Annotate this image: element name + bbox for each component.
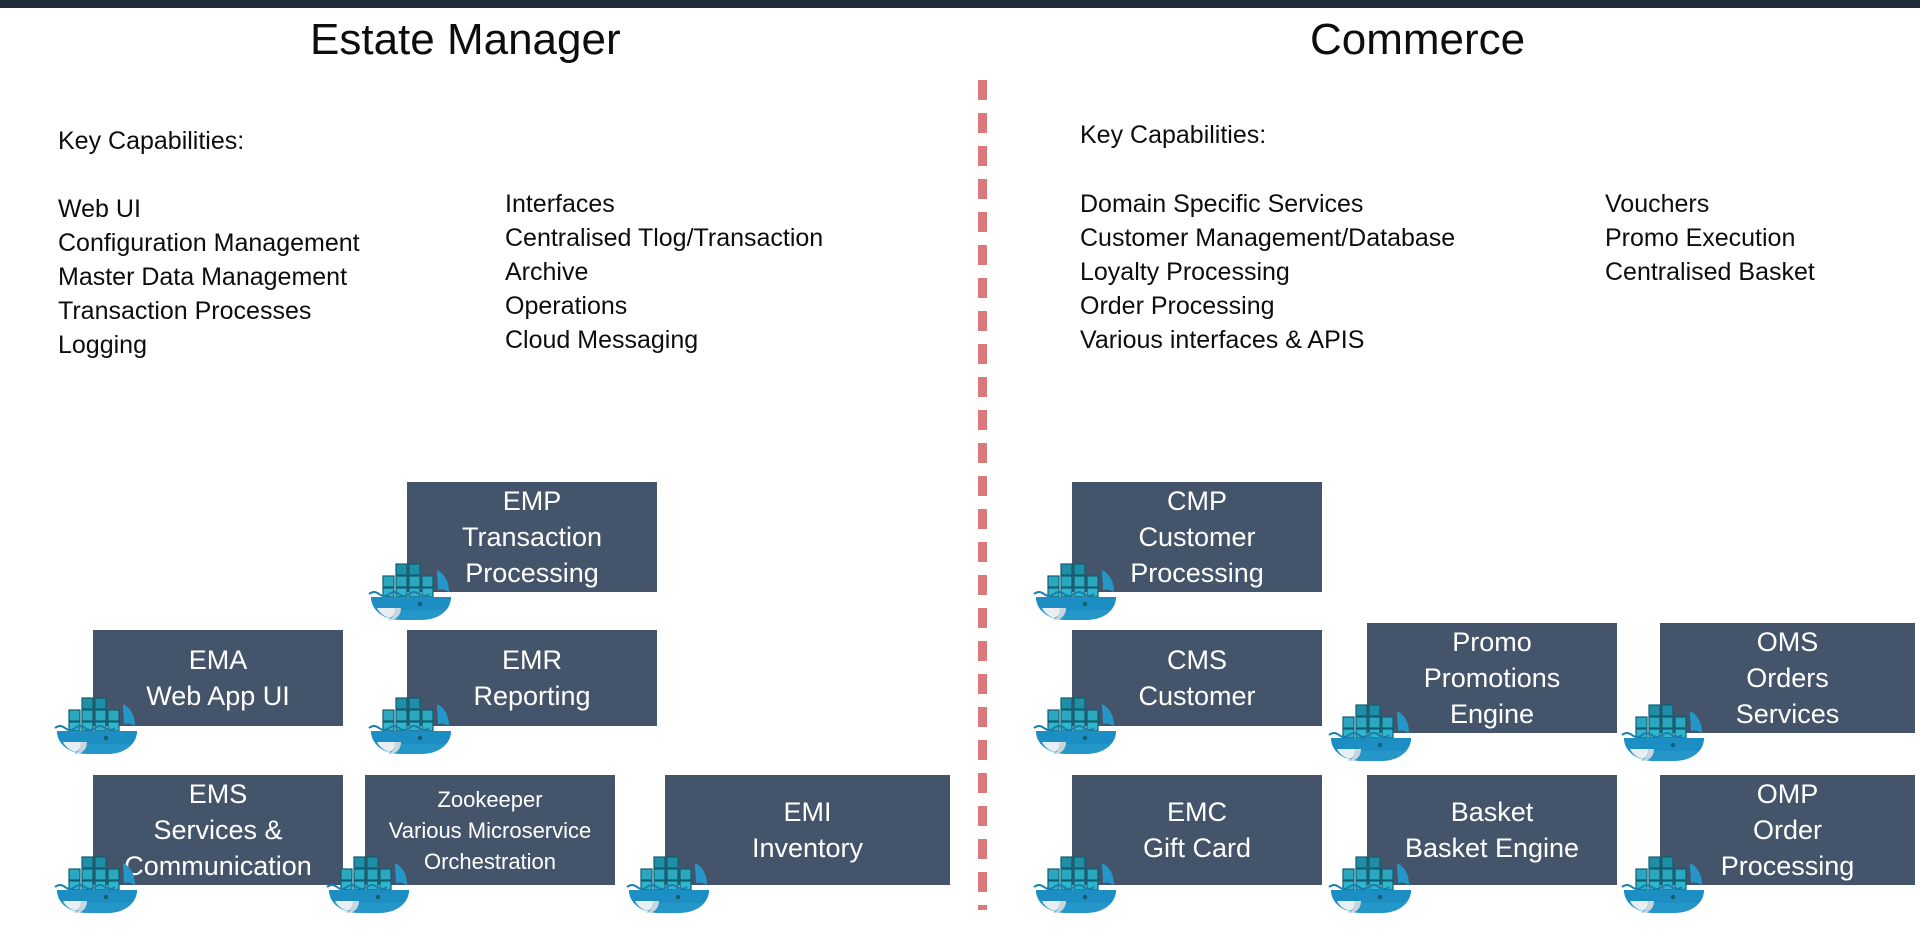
service-line: Engine [1449, 699, 1535, 729]
service-line: OMS [1756, 627, 1819, 657]
capability-item: Order Processing [1080, 292, 1275, 320]
capability-item: Vouchers [1605, 190, 1710, 218]
service-line: Processing [1130, 558, 1264, 588]
service-box[interactable]: EMP Transaction Processing [407, 482, 657, 592]
service-line: Order [1752, 815, 1823, 845]
capability-item: Interfaces [505, 190, 615, 218]
service-line: EMP [502, 486, 562, 516]
service-line: Gift Card [1142, 833, 1252, 863]
service-node-zookeeper[interactable]: Zookeeper Various Microservice Orchestra… [326, 775, 615, 914]
service-line: EMR [502, 645, 562, 675]
service-line: Orchestration [423, 848, 557, 874]
service-box[interactable]: EMA Web App UI [93, 630, 343, 726]
service-line: Basket [1450, 797, 1534, 827]
service-line: EMA [188, 645, 248, 675]
service-line: CMP [1167, 486, 1227, 516]
capability-item: Loyalty Processing [1080, 258, 1290, 286]
service-node-cms[interactable]: CMS Customer [1033, 630, 1322, 755]
capabilities-heading-estate-manager: Key Capabilities: [58, 127, 245, 155]
service-node-basket[interactable]: Basket Basket Engine [1328, 775, 1617, 914]
service-node-ema[interactable]: EMA Web App UI [54, 630, 343, 755]
service-box[interactable]: CMP Customer Processing [1072, 482, 1322, 592]
capability-item: Master Data Management [58, 263, 348, 291]
service-line: EMI [783, 797, 832, 827]
service-line: Reporting [473, 681, 591, 711]
service-box[interactable]: Promo Promotions Engine [1367, 623, 1617, 733]
service-box[interactable]: Zookeeper Various Microservice Orchestra… [365, 775, 615, 885]
capability-item: Customer Management/Database [1080, 224, 1456, 252]
capability-item: Various interfaces & APIS [1080, 326, 1365, 354]
capability-item: Transaction Processes [58, 297, 312, 325]
capabilities-heading-commerce: Key Capabilities: [1080, 121, 1267, 149]
service-line: Various Microservice [388, 817, 592, 843]
service-line: CMS [1167, 645, 1227, 675]
service-line: Customer [1138, 522, 1256, 552]
capabilities-list-commerce-left: Domain Specific Services Customer Manage… [1080, 187, 1455, 357]
service-box[interactable]: EMS Services & Communication [93, 775, 343, 885]
capabilities-list-commerce-right: Vouchers Promo Execution Centralised Bas… [1605, 187, 1815, 289]
service-line: EMS [188, 779, 248, 809]
service-node-emc[interactable]: EMC Gift Card [1033, 775, 1322, 914]
capability-item: Centralised Basket [1605, 258, 1815, 286]
service-line: Promotions [1423, 663, 1561, 693]
service-line: Zookeeper [437, 786, 543, 812]
service-node-ems[interactable]: EMS Services & Communication [54, 775, 343, 914]
service-line: Services & [153, 815, 283, 845]
capability-item: Logging [58, 331, 147, 359]
service-node-cmp[interactable]: CMP Customer Processing [1033, 482, 1322, 621]
service-line: Transaction [461, 522, 603, 552]
capability-item: Promo Execution [1605, 224, 1796, 252]
service-line: Processing [1720, 851, 1855, 881]
capability-item: Operations [505, 292, 628, 320]
service-node-emp[interactable]: EMP Transaction Processing [368, 482, 657, 621]
capabilities-list-estate-right: Interfaces Centralised Tlog/Transaction … [505, 187, 823, 357]
service-node-promo[interactable]: Promo Promotions Engine [1328, 623, 1617, 762]
service-node-oms[interactable]: OMS Orders Services [1621, 623, 1915, 762]
top-accent-bar [0, 0, 1920, 8]
service-box[interactable]: OMP Order Processing [1660, 775, 1915, 885]
service-line: Web App UI [146, 681, 290, 711]
service-line: Orders [1746, 663, 1829, 693]
capability-item: Domain Specific Services [1080, 190, 1364, 218]
column-title-estate-manager: Estate Manager [310, 15, 621, 64]
column-divider [978, 80, 987, 910]
service-line: Promo [1452, 627, 1532, 657]
service-line: OMP [1756, 779, 1819, 809]
service-node-emi[interactable]: EMI Inventory [626, 775, 950, 914]
column-title-commerce: Commerce [1310, 15, 1526, 64]
service-line: Inventory [751, 833, 864, 863]
service-line: Basket Engine [1404, 833, 1580, 863]
capabilities-list-estate-left: Web UI Configuration Management Master D… [58, 192, 360, 362]
capability-item: Web UI [58, 195, 141, 223]
service-box[interactable]: EMI Inventory [665, 775, 950, 885]
service-node-omp[interactable]: OMP Order Processing [1621, 775, 1915, 914]
service-line: EMC [1167, 797, 1227, 827]
service-node-emr[interactable]: EMR Reporting [368, 630, 657, 755]
capability-item: Configuration Management [58, 229, 360, 257]
service-line: Services [1735, 699, 1840, 729]
capability-item: Cloud Messaging [505, 326, 699, 354]
service-box[interactable]: CMS Customer [1072, 630, 1322, 726]
capability-item: Centralised Tlog/Transaction [505, 224, 824, 252]
service-line: Communication [124, 851, 312, 881]
service-box[interactable]: EMR Reporting [407, 630, 657, 726]
capability-item: Archive [505, 258, 589, 286]
service-box[interactable]: OMS Orders Services [1660, 623, 1915, 733]
service-box[interactable]: EMC Gift Card [1072, 775, 1322, 885]
service-line: Customer [1138, 681, 1256, 711]
service-box[interactable]: Basket Basket Engine [1367, 775, 1617, 885]
service-line: Processing [465, 558, 599, 588]
